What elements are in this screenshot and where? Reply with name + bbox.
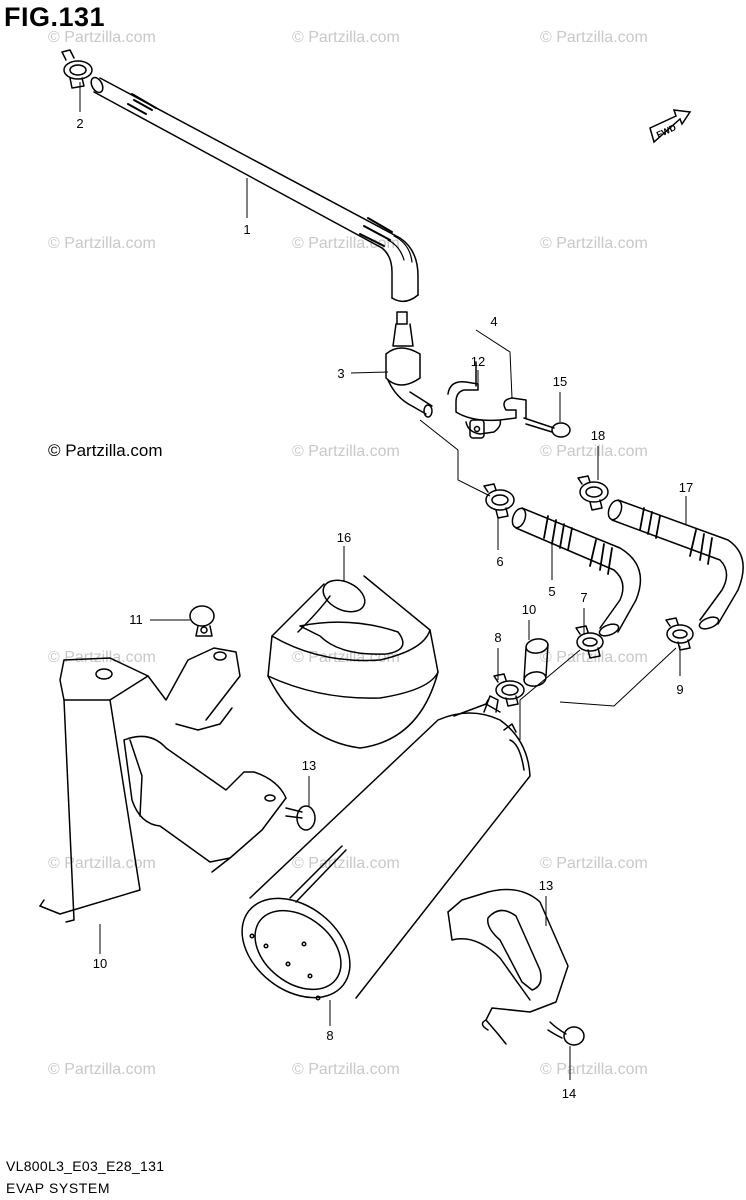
copyright-notice: © Partzilla.com xyxy=(48,441,163,460)
callout: 8 xyxy=(494,630,501,645)
screw-part-6 xyxy=(523,417,571,438)
clamp-part-10-left xyxy=(493,673,525,707)
bolt-part-13-lower xyxy=(285,805,316,831)
holder-part-14 xyxy=(447,888,569,1045)
watermark: © Partzilla.com xyxy=(292,29,400,46)
watermark: © Partzilla.com xyxy=(48,649,156,666)
hose-part-17 xyxy=(607,499,744,630)
watermark: © Partzilla.com xyxy=(48,29,156,46)
watermark: © Partzilla.com xyxy=(540,1061,648,1078)
callout: 9 xyxy=(676,682,683,697)
leader-lines xyxy=(79,82,687,1080)
callout: 10 xyxy=(522,602,536,617)
clamp-part-2 xyxy=(61,49,93,89)
callout: 17 xyxy=(679,480,693,495)
model-code: VL800L3_E03_E28_131 xyxy=(6,1158,165,1174)
watermark: © Partzilla.com xyxy=(292,443,400,460)
callout: 7 xyxy=(580,590,587,605)
watermark: © Partzilla.com xyxy=(48,235,156,252)
clamp-part-8-top xyxy=(483,483,515,519)
callout: 3 xyxy=(337,366,344,381)
watermark: © Partzilla.com xyxy=(292,855,400,872)
callout: 4 xyxy=(490,314,497,329)
watermark: © Partzilla.com xyxy=(540,235,648,252)
callout: 8 xyxy=(326,1028,333,1043)
bolt-part-13-upper xyxy=(189,605,215,637)
callout: 18 xyxy=(591,428,605,443)
callout: 11 xyxy=(129,612,143,627)
callout: 6 xyxy=(496,554,503,569)
callout: 15 xyxy=(553,374,567,389)
screw-part-15 xyxy=(547,1021,585,1046)
system-name: EVAP SYSTEM xyxy=(6,1180,111,1196)
watermark: © Partzilla.com xyxy=(540,855,648,872)
callout: 5 xyxy=(548,584,555,599)
joint-part-3 xyxy=(385,311,433,418)
canister-part-9 xyxy=(241,695,531,1001)
hose-part-1 xyxy=(90,76,419,303)
watermark: © Partzilla.com xyxy=(292,235,400,252)
callout: 2 xyxy=(76,116,83,131)
callout: 13 xyxy=(302,758,316,773)
cushion-part-16 xyxy=(267,575,439,749)
forward-arrow-icon: FWD xyxy=(649,109,692,144)
callout: 1 xyxy=(243,222,250,237)
watermark: © Partzilla.com xyxy=(540,443,648,460)
watermark: © Partzilla.com xyxy=(292,649,400,666)
watermark: © Partzilla.com xyxy=(292,1061,400,1078)
clamp-part-8-lower xyxy=(575,625,604,659)
clamp-part-10-right xyxy=(665,617,694,651)
clamp-part-18 xyxy=(577,475,609,511)
watermark: © Partzilla.com xyxy=(48,855,156,872)
callout-labels: 1 2 3 4 12 15 5 6 7 8 8 9 10 10 11 13 13… xyxy=(76,116,693,1101)
bracket-part-12 xyxy=(39,647,287,923)
watermark-grid: © Partzilla.com © Partzilla.com © Partzi… xyxy=(48,29,648,1078)
callout: 13 xyxy=(539,878,553,893)
callout: 14 xyxy=(562,1086,576,1101)
callout: 10 xyxy=(93,956,107,971)
clamp-part-4 xyxy=(447,361,527,439)
watermark: © Partzilla.com xyxy=(540,29,648,46)
figure-title: FIG.131 xyxy=(4,2,106,32)
callout: 12 xyxy=(471,354,485,369)
callout: 16 xyxy=(337,530,351,545)
hose-part-7 xyxy=(511,507,642,637)
watermark: © Partzilla.com xyxy=(48,1061,156,1078)
